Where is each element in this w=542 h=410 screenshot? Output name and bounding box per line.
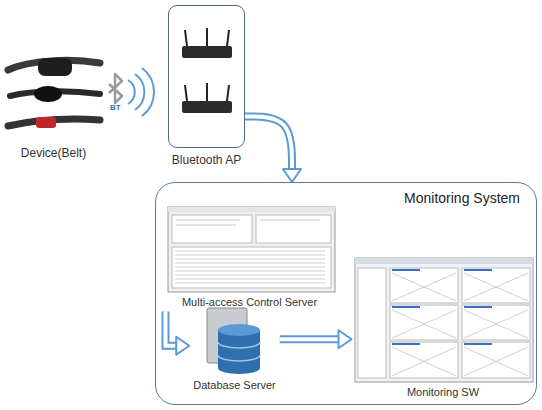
antenna <box>227 30 229 46</box>
cylinder-band <box>218 342 260 348</box>
access-point-device <box>182 28 232 58</box>
row-line <box>260 220 320 221</box>
panel-cross <box>392 273 528 376</box>
cylinder-bottom <box>218 362 260 374</box>
antenna <box>206 28 208 46</box>
signal-wave <box>142 68 154 116</box>
system-region: Monitoring SystemMulti-access Control Se… <box>155 182 537 405</box>
signal-wave <box>135 74 144 110</box>
log-panel <box>172 247 331 288</box>
ap-body <box>182 101 232 113</box>
database-icon <box>207 308 260 374</box>
row-line <box>176 225 236 226</box>
bluetooth-rune <box>109 74 122 103</box>
log-line <box>175 251 325 252</box>
access-point-device <box>182 83 232 113</box>
belt-sensor <box>34 86 62 102</box>
bluetooth-symbol <box>109 68 154 116</box>
arrow-head <box>176 337 189 355</box>
belt-sensor <box>36 117 56 128</box>
log-line <box>175 255 325 256</box>
antenna <box>185 30 187 46</box>
cylinder-top <box>218 324 260 336</box>
antenna <box>185 85 187 101</box>
toolbar <box>355 258 533 264</box>
signal-wave <box>128 80 135 104</box>
belt-sensor <box>38 58 72 76</box>
log-line <box>175 271 325 272</box>
ap-box: Bluetooth AP <box>168 5 245 148</box>
log-line <box>175 279 325 280</box>
tree-panel <box>358 268 386 378</box>
node-label: Monitoring System <box>404 190 520 207</box>
log-line <box>175 263 325 264</box>
arrow-head <box>339 330 352 348</box>
software-box: Monitoring SW <box>352 256 535 402</box>
panel <box>256 215 331 243</box>
server-box: Multi-access Control Server <box>160 205 340 312</box>
belt-illustration <box>8 58 100 128</box>
panel <box>172 215 252 243</box>
arrow-inner <box>280 337 340 341</box>
row-line <box>176 220 240 221</box>
node-label: Multi-access Control Server <box>182 296 317 309</box>
node-label: Device(Belt) <box>21 146 86 160</box>
monitoring-screenshot <box>355 258 533 382</box>
flow-arrow <box>245 117 301 182</box>
log-line <box>175 259 325 260</box>
panel-title <box>392 270 492 344</box>
antenna <box>206 83 208 101</box>
ap-body <box>182 46 232 58</box>
node-label: Database Server <box>193 379 276 392</box>
antenna <box>227 85 229 101</box>
server-screenshot <box>168 207 335 292</box>
log-line <box>175 275 325 276</box>
flow-arrow <box>166 312 190 355</box>
log-line <box>175 267 325 268</box>
arrow-head <box>283 169 301 182</box>
cylinder-band <box>218 355 260 361</box>
title-bar <box>168 207 335 212</box>
arrow-outline <box>245 117 292 170</box>
arrow-inner <box>245 117 292 170</box>
flow-arrow <box>280 330 352 348</box>
log-line <box>175 283 325 284</box>
symbol-label: BT <box>110 104 121 113</box>
device-group: Device(Belt) <box>5 52 102 140</box>
monitor-panels <box>390 268 530 378</box>
node-label: Bluetooth AP <box>172 153 241 167</box>
window-frame <box>355 258 533 382</box>
database-box: Database Server <box>189 303 280 395</box>
arrow-outline <box>280 335 340 343</box>
window-frame <box>168 207 335 292</box>
node-label: Monitoring SW <box>407 386 479 399</box>
